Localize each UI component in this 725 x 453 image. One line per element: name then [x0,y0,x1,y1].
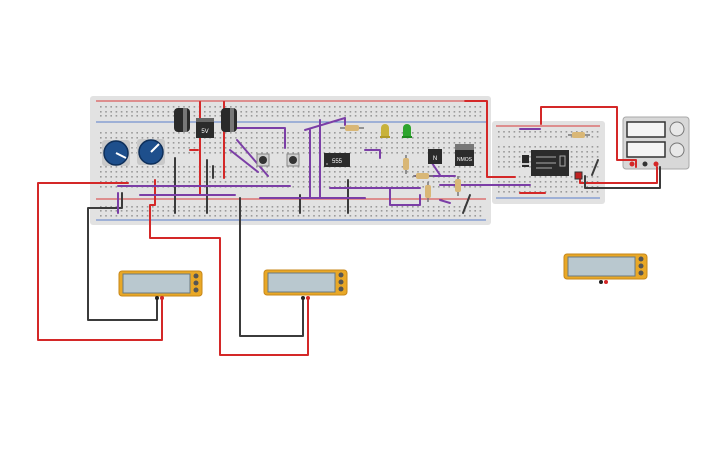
nmos-label: NMOS [457,157,473,163]
wires [37,100,661,356]
wire-black [462,194,471,214]
nmos-transistor[interactable]: NMOS [455,144,474,166]
led-icon[interactable] [402,124,412,138]
capacitor-icon[interactable] [174,108,190,132]
wire-black [87,192,158,321]
resistor-icon[interactable] [413,173,433,179]
wire-red [37,182,163,341]
potentiometer-icon[interactable] [137,139,165,165]
wire-purple [364,149,381,159]
capacitor-icon[interactable] [221,108,237,132]
diode[interactable] [522,155,529,167]
wire-purple [236,139,269,177]
multimeter-icon[interactable] [118,270,203,300]
npn-transistor[interactable]: N [428,149,442,164]
timer-ic-label: 555 [332,159,343,165]
wire-purple [304,117,346,131]
wire-purple [236,127,286,149]
led-icon[interactable] [380,124,390,138]
wire-red [464,100,516,178]
relay-icon[interactable] [531,150,569,176]
wire-purple [389,187,421,206]
wire-red [149,179,309,356]
regulator-label: 5V [201,129,208,135]
potentiometer-icon[interactable] [102,140,130,166]
wire-red [579,166,658,184]
indicator-led[interactable] [574,171,583,180]
timer-ic[interactable]: 555 [324,153,350,167]
resistor-icon[interactable] [340,125,364,131]
pushbutton-icon[interactable] [286,153,300,167]
wire-black [584,166,661,189]
wire-black [591,159,599,176]
breadboard-holes [100,106,482,217]
wire-purple [439,199,451,204]
npn-label: N [433,156,437,162]
wire-purple [229,149,259,173]
resistor-icon[interactable] [403,155,409,174]
multimeter-icon[interactable] [263,269,348,300]
resistor-icon[interactable] [455,176,461,196]
pushbutton-icon[interactable] [256,153,270,167]
resistor-icon[interactable] [425,182,431,202]
voltage-regulator[interactable]: 5V [196,118,214,138]
resistor-icon[interactable] [568,132,590,138]
wire-red [540,106,637,168]
multimeter-icon[interactable] [563,253,648,284]
wire-black [239,197,304,337]
power-supply-icon[interactable] [622,116,690,170]
